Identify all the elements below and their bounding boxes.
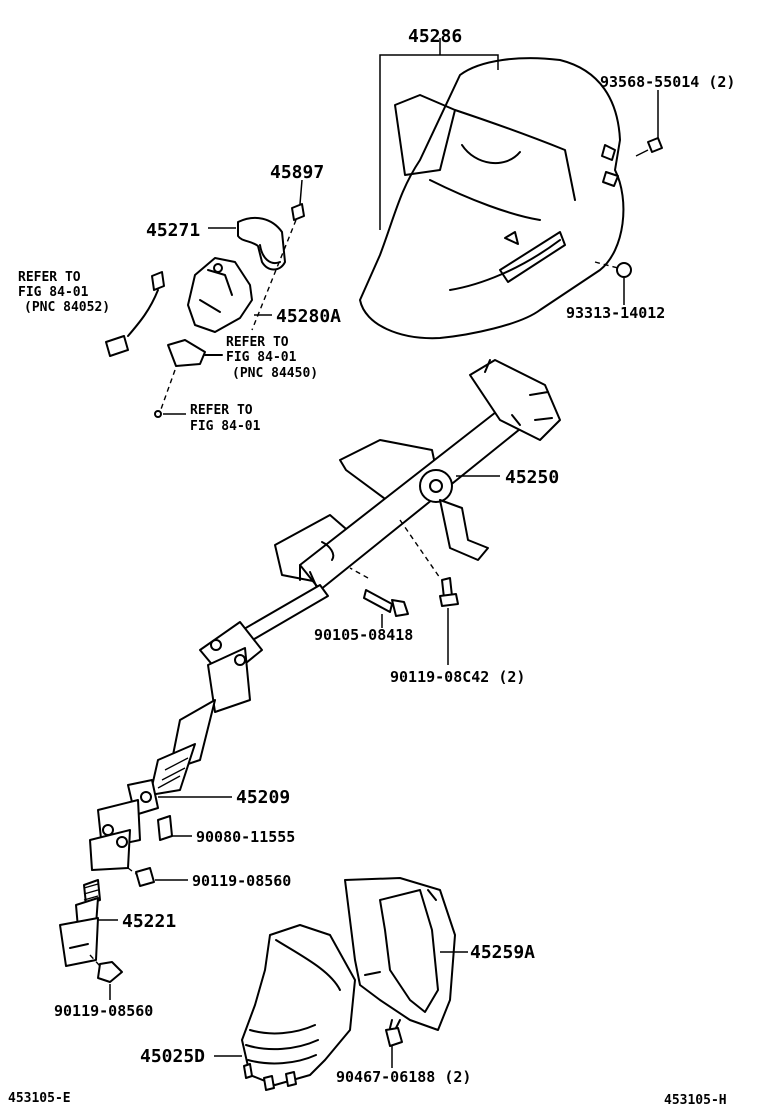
bolt-icon <box>635 137 663 157</box>
label-refer1-line2: FIG 84-01 <box>18 285 89 300</box>
label-45250: 45250 <box>505 467 559 488</box>
label-45221: 45221 <box>122 911 176 932</box>
dashed-90119b <box>127 867 137 875</box>
label-90119-08560-lower: 90119-08560 <box>54 1002 153 1020</box>
label-refer3-line1: REFER TO <box>190 403 253 418</box>
boot-icon <box>241 924 356 1091</box>
label-refer1-line1: REFER TO <box>18 270 81 285</box>
intermediate-shaft-icon <box>149 584 329 796</box>
label-refer2-line1: REFER TO <box>226 335 289 350</box>
clip-icon <box>385 1019 403 1047</box>
label-90080: 90080-11555 <box>196 828 295 846</box>
bolt-icon <box>363 589 409 617</box>
clip-icon <box>616 262 632 278</box>
bolt-icon <box>97 961 123 983</box>
dashed-90105 <box>349 567 369 579</box>
dashed-45897 <box>251 219 297 331</box>
bolt-icon <box>439 577 459 607</box>
label-45897: 45897 <box>270 162 324 183</box>
connector-icon <box>105 271 165 357</box>
footer-code-right: 453105-H <box>664 1093 727 1108</box>
dashed-90119a <box>399 519 441 579</box>
footer-code-left: 453105-E <box>8 1091 71 1106</box>
small-screw-icon <box>154 410 162 418</box>
clamp-icon <box>237 216 286 271</box>
label-90467: 90467-06188 (2) <box>336 1068 471 1086</box>
bolt-icon <box>291 203 305 221</box>
label-refer1-line3: (PNC 84052) <box>24 300 110 315</box>
key-cylinder-icon <box>167 339 223 367</box>
label-45209: 45209 <box>236 787 290 808</box>
label-45259A: 45259A <box>470 942 535 963</box>
label-90119-08C42: 90119-08C42 (2) <box>390 668 525 686</box>
label-45286: 45286 <box>408 26 462 47</box>
label-45271: 45271 <box>146 220 200 241</box>
label-45025D: 45025D <box>140 1046 205 1067</box>
label-refer2-line3: (PNC 84450) <box>232 366 318 381</box>
label-93568: 93568-55014 (2) <box>600 73 735 91</box>
lock-housing-icon <box>187 257 253 333</box>
steering-column-icon <box>274 359 561 591</box>
label-90119-08560-upper: 90119-08560 <box>192 872 291 890</box>
label-45280A: 45280A <box>276 306 341 327</box>
dashed-93313 <box>594 261 619 269</box>
dashed-90119c <box>89 954 101 967</box>
dashed-refer3 <box>159 369 176 413</box>
leader-45897 <box>299 179 303 205</box>
leader-45286 <box>379 54 499 230</box>
column-cover-icon <box>359 57 625 340</box>
label-refer2-line2: FIG 84-01 <box>226 350 297 365</box>
universal-joint-icon <box>89 779 159 871</box>
cover-plate-icon <box>344 877 456 1031</box>
bolt-icon <box>157 815 173 841</box>
bolt-icon <box>135 867 155 887</box>
label-90105: 90105-08418 <box>314 626 413 644</box>
label-refer3-line2: FIG 84-01 <box>190 419 261 434</box>
shaft-icon <box>59 879 101 967</box>
label-93313: 93313-14012 <box>566 304 665 322</box>
